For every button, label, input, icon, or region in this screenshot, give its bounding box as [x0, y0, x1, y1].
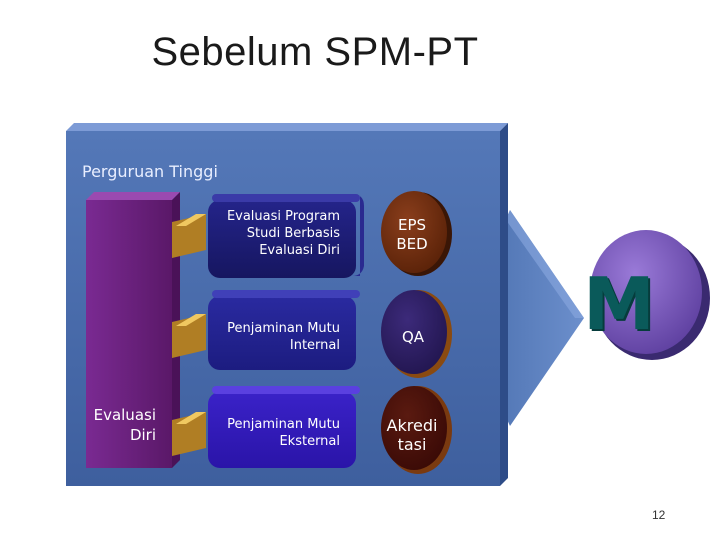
process-box-akreditasi	[208, 386, 360, 468]
evaluasi-diri-label: Evaluasi Diri	[93, 406, 156, 444]
connector-3	[172, 412, 206, 456]
process-label-eps-bed: Evaluasi Program Studi Berbasis Evaluasi…	[226, 209, 340, 258]
badge-text-qa: QA	[401, 328, 425, 346]
page-number: 12	[652, 508, 666, 522]
badge-text-eps-bed: EPS BED	[396, 216, 428, 253]
mutu-letter: M	[583, 262, 655, 346]
perguruan-tinggi-label: Perguruan Tinggi	[82, 162, 218, 181]
badge-circle-qa	[381, 290, 452, 378]
process-label-akreditasi: Penjaminan Mutu Eksternal	[227, 417, 340, 449]
badge-text-akreditasi: Akredi tasi	[386, 416, 438, 454]
badge-circle-eps-bed	[381, 191, 452, 276]
badge-circle-akreditasi	[381, 386, 452, 474]
process-box-qa	[208, 290, 360, 370]
process-label-qa: Penjaminan Mutu Internal	[227, 321, 340, 353]
connector-1	[172, 214, 206, 258]
connector-2	[172, 314, 206, 358]
process-box-eps-bed	[208, 194, 364, 278]
mutu-sphere	[590, 230, 710, 360]
slide-title: Sebelum SPM-PT	[151, 30, 479, 74]
